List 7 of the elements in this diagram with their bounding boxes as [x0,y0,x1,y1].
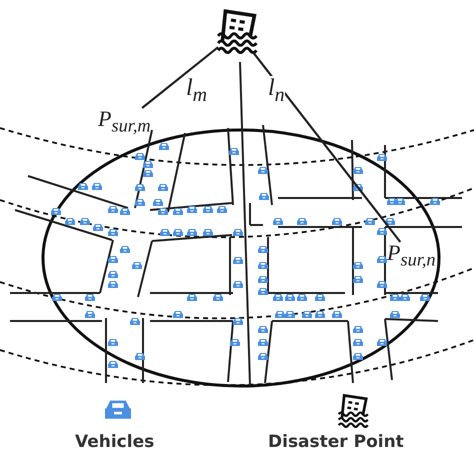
line [252,52,402,243]
legend-label: Disaster Point [268,432,404,452]
flooded-building-icon [217,9,258,54]
point-label: P$_{sur,m}$ [98,108,151,136]
legend-label: Vehicles [75,432,154,452]
point-label: P$_{sur,n}$ [387,242,436,270]
line [141,46,219,109]
